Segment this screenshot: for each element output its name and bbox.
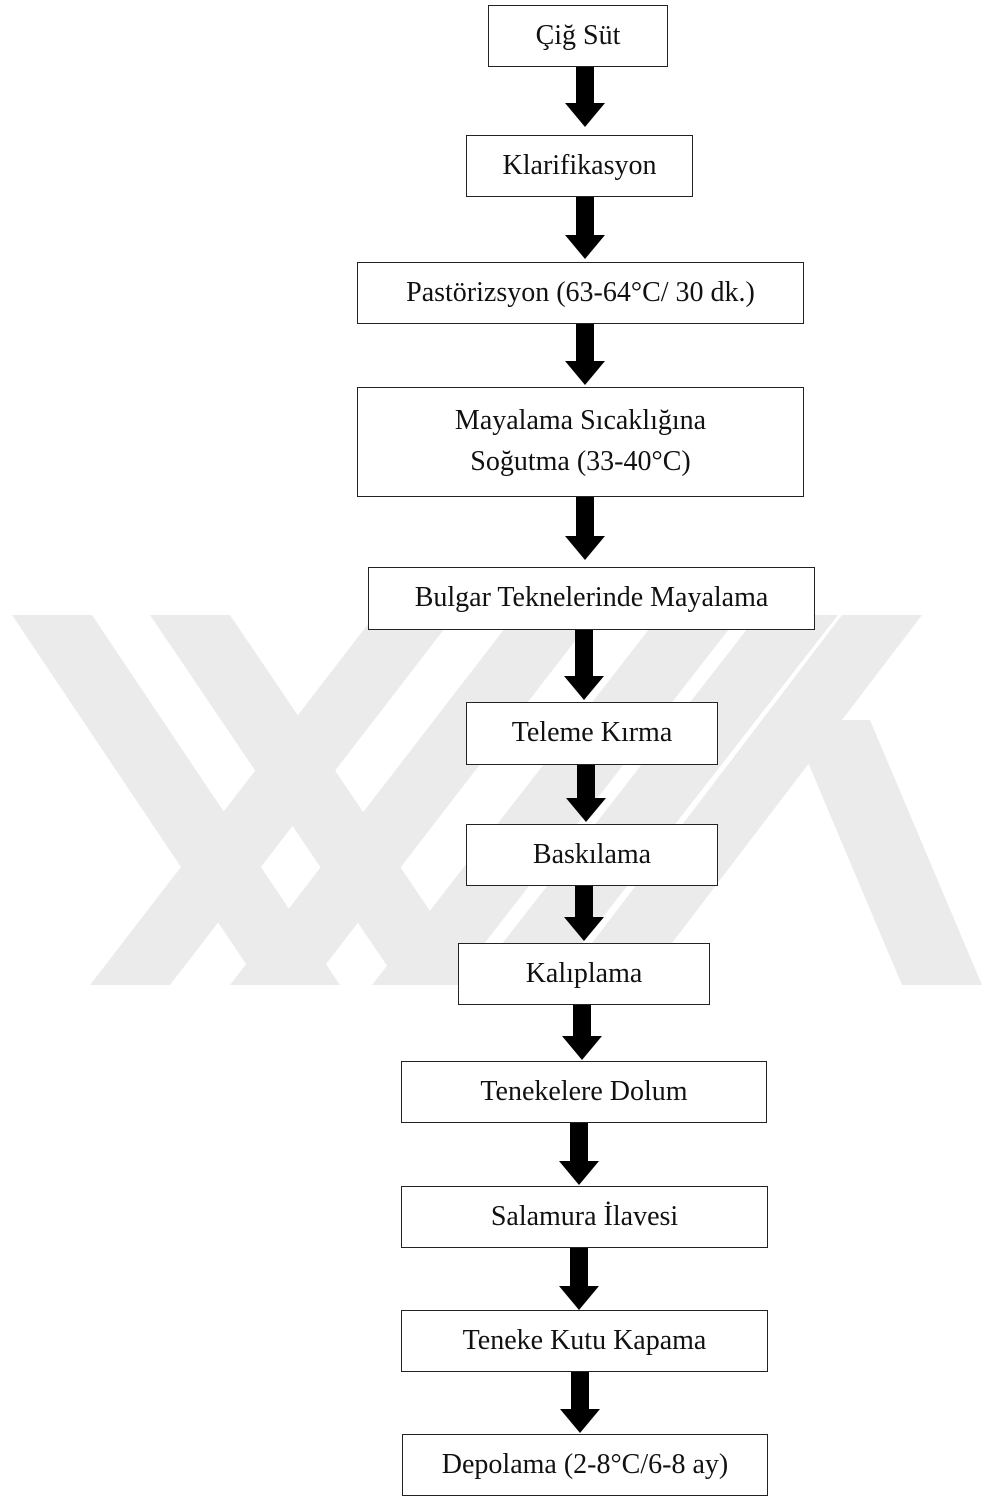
- watermark-stroke: [470, 615, 838, 985]
- step-box-molding: Kalıplama: [458, 943, 710, 1005]
- down-arrow-icon: [560, 1372, 600, 1433]
- watermark-stroke: [790, 720, 982, 985]
- step-label: Çiğ Süt: [535, 19, 621, 51]
- step-label: Klarifikasyon: [502, 149, 657, 181]
- step-label: Salamura İlavesi: [490, 1200, 679, 1232]
- step-label-line1: Mayalama Sıcaklığına: [454, 405, 707, 437]
- step-box-pressing: Baskılama: [466, 824, 718, 886]
- down-arrow-icon: [565, 324, 605, 385]
- step-box-brine-addition: Salamura İlavesi: [401, 1186, 768, 1248]
- step-label-line2: Soğutma (33-40°C): [470, 446, 691, 477]
- step-box-pasteurization: Pastörizsyon (63-64°C/ 30 dk.): [357, 262, 804, 324]
- step-label: Bulgar Teknelerinde Mayalama: [414, 582, 769, 614]
- step-box-cooling: Mayalama Sıcaklığına Soğutma (33-40°C): [357, 387, 804, 497]
- down-arrow-icon: [559, 1248, 599, 1310]
- down-arrow-icon: [565, 197, 605, 259]
- step-label: Tenekelere Dolum: [480, 1075, 688, 1107]
- step-label: Kalıplama: [525, 957, 643, 989]
- down-arrow-icon: [565, 67, 605, 127]
- step-box-fermentation: Bulgar Teknelerinde Mayalama: [368, 567, 815, 630]
- step-box-storage: Depolama (2-8°C/6-8 ay): [402, 1434, 768, 1496]
- step-box-can-sealing: Teneke Kutu Kapama: [401, 1310, 768, 1372]
- step-label: Pastörizsyon (63-64°C/ 30 dk.): [406, 276, 755, 308]
- step-label: Teleme Kırma: [511, 717, 673, 749]
- watermark-stroke: [12, 615, 340, 985]
- down-arrow-icon: [566, 765, 606, 822]
- watermark-stroke: [560, 615, 922, 985]
- down-arrow-icon: [562, 1005, 602, 1060]
- down-arrow-icon: [564, 630, 604, 700]
- step-label: Depolama (2-8°C/6-8 ay): [441, 1448, 729, 1480]
- watermark-stroke: [90, 615, 455, 985]
- down-arrow-icon: [564, 886, 604, 941]
- step-box-clarification: Klarifikasyon: [466, 135, 693, 197]
- down-arrow-icon: [559, 1123, 599, 1185]
- down-arrow-icon: [565, 497, 605, 560]
- watermark-stroke: [150, 615, 480, 985]
- step-label: Baskılama: [532, 838, 652, 870]
- step-box-curd-cutting: Teleme Kırma: [466, 702, 718, 765]
- step-box-raw-milk: Çiğ Süt: [488, 5, 668, 67]
- step-box-can-filling: Tenekelere Dolum: [401, 1061, 767, 1123]
- step-label: Teneke Kutu Kapama: [462, 1324, 707, 1356]
